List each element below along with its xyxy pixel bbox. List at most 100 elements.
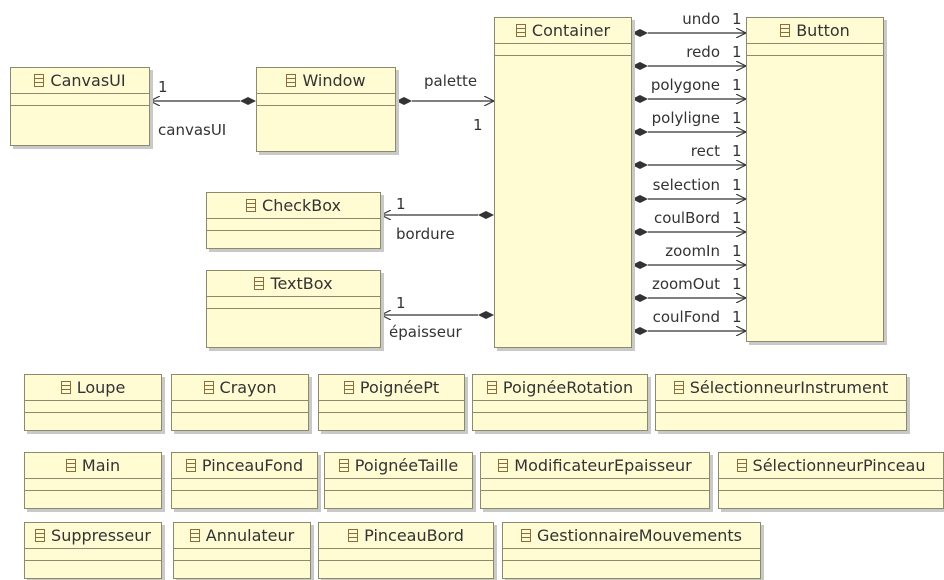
operations-compartment: [257, 106, 395, 117]
operations-compartment: [481, 491, 709, 502]
button-role-label: selection: [652, 176, 720, 194]
class-name: Suppresseur: [51, 526, 151, 545]
button-multiplicity: 1: [732, 10, 742, 28]
class-icon: [189, 529, 200, 542]
button-multiplicity: 1: [732, 176, 742, 194]
attributes-compartment: [11, 94, 149, 106]
class-modificateurepaisseur[interactable]: ModificateurEpaisseur: [480, 452, 710, 509]
class-icon: [60, 381, 71, 394]
button-multiplicity: 1: [732, 109, 742, 127]
class-button[interactable]: Button: [746, 17, 884, 342]
class-selectionneurpinceau[interactable]: SélectionneurPinceau: [718, 452, 944, 509]
class-pinceaubord[interactable]: PinceauBord: [318, 522, 494, 579]
class-poigneetaille[interactable]: PoignéeTaille: [324, 452, 473, 509]
class-crayon[interactable]: Crayon: [171, 374, 309, 431]
operations-compartment: [174, 561, 310, 572]
class-icon: [348, 529, 359, 542]
attributes-compartment: [747, 44, 883, 56]
class-icon: [246, 199, 257, 212]
attributes-compartment: [473, 401, 647, 413]
class-name: Button: [796, 21, 850, 40]
button-role-label: coulFond: [652, 308, 720, 326]
class-main[interactable]: Main: [24, 452, 162, 509]
attributes-compartment: [25, 479, 161, 491]
class-icon: [35, 529, 46, 542]
operations-compartment: [319, 561, 493, 572]
operations-compartment: [207, 231, 380, 242]
button-role-label: rect: [690, 142, 720, 160]
operations-compartment: [495, 56, 631, 67]
button-multiplicity: 1: [732, 242, 742, 260]
button-composition-diamond: [632, 62, 648, 70]
attributes-compartment: [719, 479, 943, 491]
attributes-compartment: [319, 549, 493, 561]
palette-multiplicity: 1: [473, 116, 483, 134]
class-name: CheckBox: [262, 196, 341, 215]
epaisseur-composition-diamond: [478, 311, 494, 319]
palette-composition-diamond: [396, 97, 412, 105]
button-role-label: coulBord: [654, 209, 720, 227]
attributes-compartment: [25, 549, 161, 561]
operations-compartment: [325, 491, 472, 502]
button-role-label: polygone: [650, 76, 720, 94]
class-icon: [521, 529, 532, 542]
operations-compartment: [207, 309, 380, 320]
class-icon: [486, 381, 497, 394]
attributes-compartment: [257, 94, 395, 106]
canvasui-composition-diamond: [240, 97, 256, 105]
attributes-compartment: [172, 401, 308, 413]
class-icon: [203, 381, 214, 394]
operations-compartment: [747, 56, 883, 67]
attributes-compartment: [325, 479, 472, 491]
attributes-compartment: [319, 401, 464, 413]
class-checkbox[interactable]: CheckBox: [206, 192, 381, 249]
class-name: Main: [81, 456, 121, 475]
operations-compartment: [172, 413, 308, 424]
class-icon: [338, 459, 349, 472]
class-name: PoignéeRotation: [502, 378, 634, 397]
class-canvasui[interactable]: CanvasUI: [10, 67, 150, 146]
button-role-label: polyligne: [651, 109, 720, 127]
class-name: PoignéeTaille: [354, 456, 459, 475]
class-poigneerotation[interactable]: PoignéeRotation: [472, 374, 648, 431]
class-loupe[interactable]: Loupe: [24, 374, 162, 431]
button-role-label: zoomOut: [651, 275, 720, 293]
class-icon: [65, 459, 76, 472]
button-composition-diamond: [632, 195, 648, 203]
attributes-compartment: [207, 297, 380, 309]
attributes-compartment: [481, 479, 709, 491]
bordure-multiplicity: 1: [396, 195, 406, 213]
class-icon: [254, 277, 265, 290]
button-multiplicity: 1: [732, 142, 742, 160]
operations-compartment: [503, 561, 760, 572]
operations-compartment: [11, 106, 149, 117]
class-container[interactable]: Container: [494, 17, 632, 348]
button-composition-diamond: [632, 29, 648, 37]
attributes-compartment: [503, 549, 760, 561]
bordure-role-label: bordure: [396, 225, 455, 243]
class-annulateur[interactable]: Annulateur: [173, 522, 311, 579]
class-pinceaufond[interactable]: PinceauFond: [171, 452, 318, 509]
class-poigneept[interactable]: PoignéePt: [318, 374, 465, 431]
class-name: PinceauBord: [364, 526, 464, 545]
class-icon: [780, 24, 791, 37]
operations-compartment: [25, 491, 161, 502]
class-gestionnairemouvements[interactable]: GestionnaireMouvements: [502, 522, 761, 579]
class-selectionneurinstrument[interactable]: SélectionneurInstrument: [655, 374, 907, 431]
button-multiplicity: 1: [732, 275, 742, 293]
class-name: Crayon: [219, 378, 277, 397]
button-composition-diamond: [632, 228, 648, 236]
operations-compartment: [319, 413, 464, 424]
class-window[interactable]: Window: [256, 67, 396, 152]
class-textbox[interactable]: TextBox: [206, 270, 381, 348]
canvasui-role-label: canvasUI: [158, 121, 227, 139]
button-multiplicity: 1: [732, 308, 742, 326]
button-role-label: zoomIn: [665, 242, 720, 260]
class-suppresseur[interactable]: Suppresseur: [24, 522, 162, 579]
class-name: ModificateurEpaisseur: [514, 456, 692, 475]
button-multiplicity: 1: [732, 209, 742, 227]
class-name: GestionnaireMouvements: [537, 526, 742, 545]
button-role-label: redo: [686, 43, 720, 61]
operations-compartment: [656, 413, 906, 424]
